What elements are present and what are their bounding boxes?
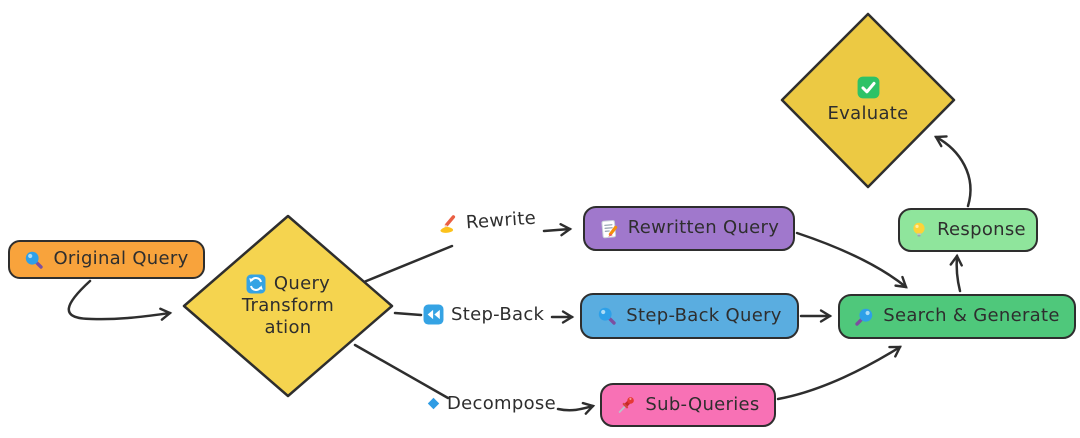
node-step-back-query[interactable]: Step-Back Query xyxy=(580,293,799,339)
writing-hand-icon xyxy=(436,213,459,234)
pushpin-icon xyxy=(616,395,636,415)
node-label: Rewritten Query xyxy=(627,217,780,238)
node-query-transformation[interactable]: Query Transform ation xyxy=(182,214,394,398)
refresh-arrows-icon xyxy=(246,274,266,294)
node-rewritten-query[interactable]: Rewritten Query xyxy=(583,206,795,251)
node-label-line: Transform xyxy=(241,295,335,316)
node-label: Response xyxy=(937,218,1026,240)
node-label: Search & Generate xyxy=(883,305,1060,326)
arrow-search-generate-to-response xyxy=(949,253,963,293)
node-label: Evaluate xyxy=(827,103,909,124)
node-label: Sub-Queries xyxy=(645,393,760,415)
lightbulb-icon xyxy=(910,220,928,240)
edge-label-rewrite[interactable]: Rewrite xyxy=(436,207,537,236)
edge-label-decompose[interactable]: Decompose xyxy=(427,393,556,414)
check-mark-icon xyxy=(857,76,880,99)
node-evaluate[interactable]: Evaluate xyxy=(780,12,956,189)
node-original-query[interactable]: Original Query xyxy=(8,240,205,279)
magnifier-left-icon xyxy=(24,250,44,270)
small-blue-diamond-icon xyxy=(427,397,440,410)
node-label: Step-Back Query xyxy=(626,304,782,326)
node-label-line: Query xyxy=(273,273,331,294)
node-sub-queries[interactable]: Sub-Queries xyxy=(600,383,776,427)
arrow-rewritten-query-to-search-generate xyxy=(795,231,908,289)
arrow-decompose-label-to-sub-queries xyxy=(556,401,596,415)
line-query-transformation-to-step-back-label xyxy=(393,311,423,317)
node-response[interactable]: Response xyxy=(898,208,1038,252)
magnifier-right-icon xyxy=(854,307,874,327)
edge-label-text: Rewrite xyxy=(465,207,537,234)
arrow-rewrite-label-to-rewritten-query xyxy=(542,223,573,237)
arrow-sub-queries-to-search-generate xyxy=(776,345,902,401)
node-search-generate[interactable]: Search & Generate xyxy=(838,294,1076,339)
edge-label-text: Decompose xyxy=(447,393,556,414)
edge-label-step-back[interactable]: Step-Back xyxy=(423,304,544,325)
node-label: Original Query xyxy=(53,248,189,269)
rewind-icon xyxy=(423,304,444,325)
node-label-line: ation xyxy=(264,317,312,338)
arrow-original-query-to-query-transformation xyxy=(67,279,173,321)
memo-icon xyxy=(599,219,619,239)
magnifier-left-icon xyxy=(597,306,617,326)
edge-label-text: Step-Back xyxy=(451,304,545,325)
